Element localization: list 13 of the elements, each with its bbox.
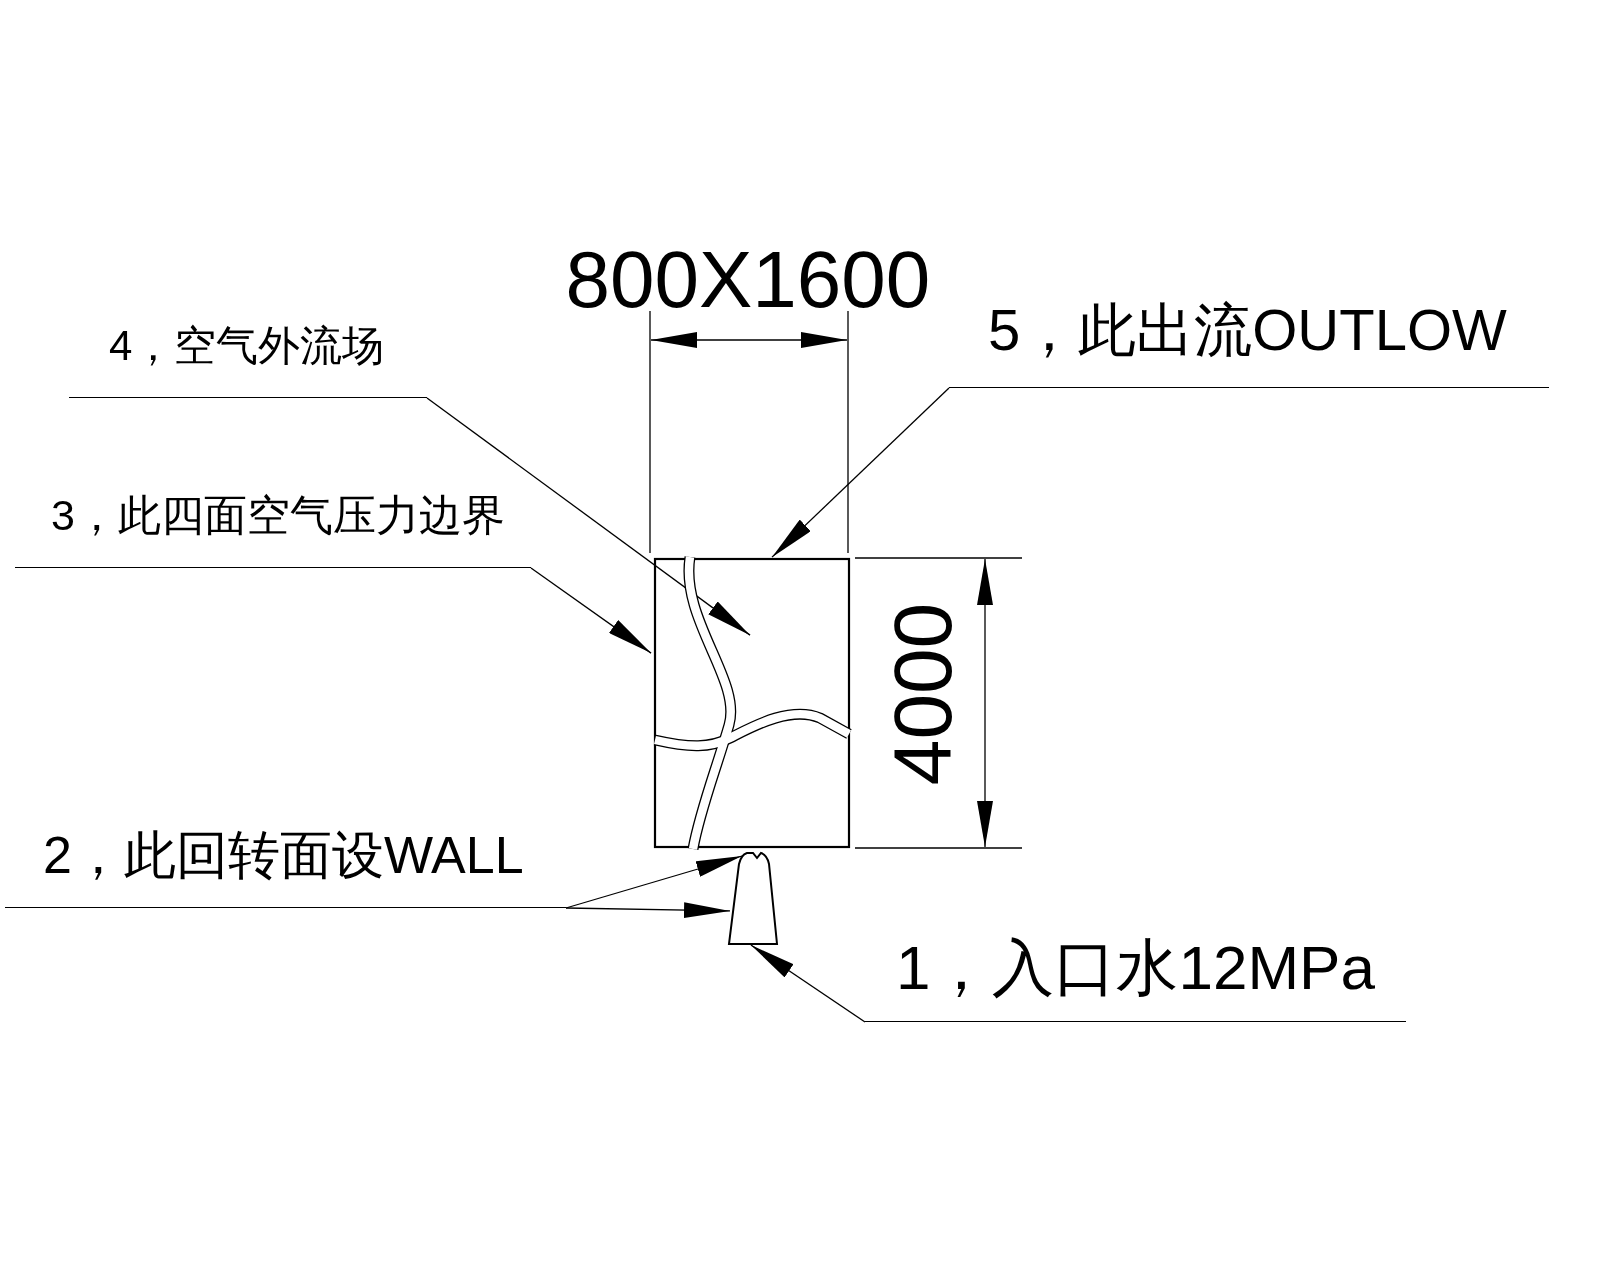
leader-line bbox=[426, 397, 751, 636]
callout-label: 5，此出流OUTLOW bbox=[949, 270, 1549, 388]
callout-label: 1，入口水12MPa bbox=[865, 920, 1406, 1022]
callout-label: 2，此回转面设WALL bbox=[5, 790, 566, 908]
nozzle-drawing bbox=[727, 850, 779, 946]
leader-line bbox=[750, 944, 866, 1023]
callout-label: 3，此四面空气压力边界 bbox=[15, 460, 531, 568]
leader-line bbox=[530, 567, 652, 654]
leader-line bbox=[565, 902, 731, 919]
dimension-text: 800X1600 bbox=[565, 240, 931, 320]
callout-label: 4，空气外流场 bbox=[69, 300, 427, 398]
dimension-text: 4000 bbox=[882, 602, 965, 786]
leader-line bbox=[771, 387, 950, 558]
